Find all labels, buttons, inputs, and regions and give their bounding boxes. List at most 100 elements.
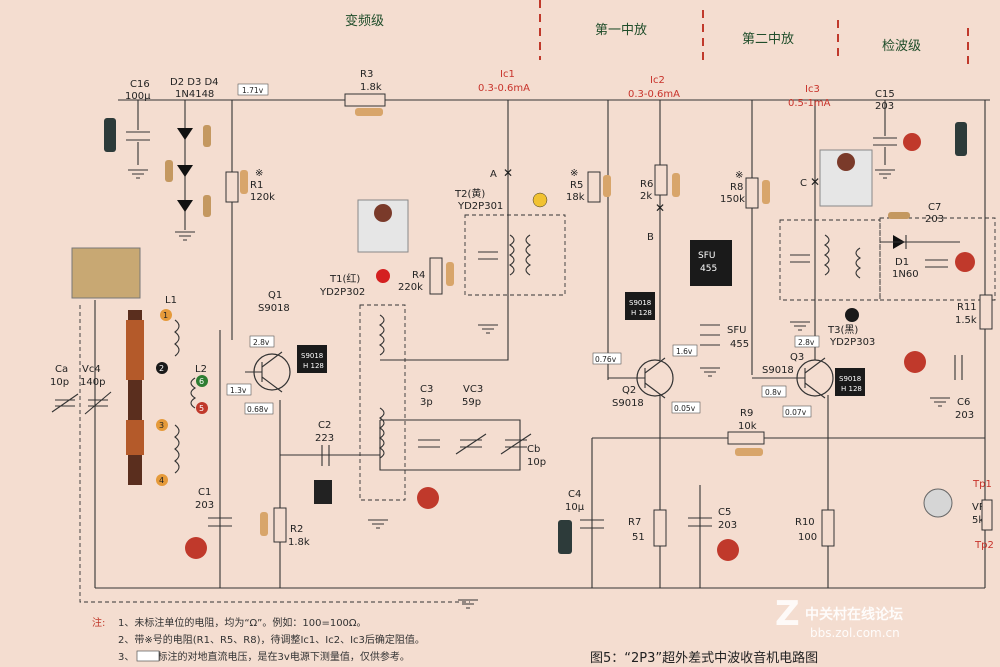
ca-name: Ca xyxy=(55,364,68,375)
pin-marker xyxy=(156,419,168,431)
r5-body xyxy=(587,171,601,203)
r5-resistor: ※ R5 18k xyxy=(566,168,611,203)
cross-mark: ✕ xyxy=(503,166,513,180)
c3-photo xyxy=(417,487,439,509)
r8-body xyxy=(745,177,759,209)
voltage-q1-c: 2.8v xyxy=(249,335,275,348)
c3-capacitor: C3 3p xyxy=(417,384,440,509)
sfu-filter: SFU 455 xyxy=(700,324,749,377)
r3-value: 1.8k xyxy=(360,82,382,93)
r2-value: 1.8k xyxy=(288,537,310,548)
vc3-capacitor: VC3 59p xyxy=(455,384,487,455)
t1-color-dot xyxy=(376,269,390,283)
c3-name: C3 xyxy=(420,384,433,395)
r10-body xyxy=(821,509,835,547)
q2-photo xyxy=(625,292,655,320)
vc3-value: 59p xyxy=(462,397,481,408)
diode-photo xyxy=(203,195,211,217)
r1-body xyxy=(225,171,239,203)
voltage-q3-b: 0.8v xyxy=(761,385,787,398)
c4-photo xyxy=(558,520,572,554)
ground-icon xyxy=(368,519,388,529)
d1-name: D1 xyxy=(895,257,909,268)
notes: 注: 1、未标注单位的电阻，均为“Ω”。例如：100=100Ω。 2、带※号的电… xyxy=(92,616,425,663)
r5-mark: ※ xyxy=(570,168,578,179)
c1-name: C1 xyxy=(198,487,211,498)
t1-coil xyxy=(378,314,385,356)
c16-capacitor-photo xyxy=(104,118,116,152)
t2-shield xyxy=(464,214,566,296)
q1-leads xyxy=(245,351,283,393)
pin-number: 5 xyxy=(199,404,204,413)
cb-capacitor: Cb 10p xyxy=(500,433,546,468)
stage-mixer-label: 变频级 xyxy=(345,13,384,29)
r2-body xyxy=(273,507,287,543)
q2-name: Q2 xyxy=(622,385,636,396)
point-c: C xyxy=(800,178,807,189)
ic1-name: Ic1 xyxy=(500,69,515,80)
pin-marker xyxy=(156,474,168,486)
diode-icon xyxy=(177,128,193,140)
r11-name: R11 xyxy=(957,302,977,313)
vr-name: VR xyxy=(972,502,986,513)
r9-body xyxy=(727,431,765,445)
c2-name: C2 xyxy=(318,420,331,431)
note-3: 3、 内所标注的对地直流电压，是在3v电源下测量值，仅供参考。 xyxy=(118,650,410,663)
voltage-value: 0.8v xyxy=(765,388,782,397)
electrolytic-photo xyxy=(955,122,967,156)
r9-resistor: R9 10k xyxy=(727,408,765,456)
ic1-wire xyxy=(380,100,509,361)
cross-mark: ✕ xyxy=(810,175,820,189)
c6-symbol xyxy=(954,355,963,380)
rails xyxy=(79,99,996,603)
r10-resistor: R10 100 xyxy=(795,509,835,547)
vc3-symbol xyxy=(455,433,487,455)
q3-photo-label: S9018 xyxy=(839,375,861,383)
c16-group: C16 100μ xyxy=(104,79,151,179)
vc3-name: VC3 xyxy=(463,384,483,395)
tp1-label: Tp1 xyxy=(972,479,992,490)
ic2-name: Ic2 xyxy=(650,75,665,86)
vr-value: 5k xyxy=(972,515,984,526)
r1-resistor: ※ R1 120k xyxy=(225,168,275,203)
r3-name: R3 xyxy=(360,69,373,80)
tp2-label: Tp2 xyxy=(974,540,994,551)
voltage-top: 1.71v xyxy=(237,83,269,96)
t3-shield xyxy=(779,219,881,301)
t1-value: YD2P302 xyxy=(319,287,365,298)
ca-symbol xyxy=(51,393,79,413)
c6-photo xyxy=(904,351,926,373)
q3-transistor: Q3 S9018 xyxy=(752,352,834,399)
ground-icon xyxy=(128,169,148,179)
voltage-q3-c: 2.8v xyxy=(794,335,820,348)
diode-photo xyxy=(165,160,173,182)
r7-value: 51 xyxy=(632,532,645,543)
t2-capacitor xyxy=(478,251,498,260)
t3-photo-core xyxy=(837,153,855,171)
r8-resistor: ※ R8 150k xyxy=(720,170,770,209)
l2-coil xyxy=(190,377,197,409)
q1-photo xyxy=(297,345,327,373)
q1-transistor: Q1 S9018 xyxy=(245,290,291,393)
pin-marker xyxy=(196,402,208,414)
point-a: A xyxy=(490,169,497,180)
t1-transformer: T1(红) YD2P302 xyxy=(319,269,390,529)
antenna-coil: L1 1 2 3 4 5 6 L2 xyxy=(71,247,208,486)
voltage-q2-b: 0.76v xyxy=(592,352,622,365)
stage-if1-label: 第一中放 xyxy=(595,23,647,38)
c4-symbol xyxy=(580,519,604,529)
ic2-value: 0.3-0.6mA xyxy=(628,89,680,100)
r5-value: 18k xyxy=(566,192,585,203)
caption: 图5：“2P3”超外差式中波收音机电路图 xyxy=(590,650,818,666)
voltage-value: 2.8v xyxy=(253,338,270,347)
c3-symbol xyxy=(418,439,440,448)
ground-icon xyxy=(700,367,720,377)
pin-number: 2 xyxy=(159,364,164,373)
r8-value: 150k xyxy=(720,194,745,205)
voltage-q1-b: 1.3v xyxy=(226,383,252,396)
sfu-filter-photo: SFU 455 xyxy=(690,240,732,286)
q1-value: S9018 xyxy=(258,303,290,314)
q3-photo xyxy=(835,368,865,396)
c5-photo xyxy=(717,539,739,561)
r10-value: 100 xyxy=(798,532,817,543)
